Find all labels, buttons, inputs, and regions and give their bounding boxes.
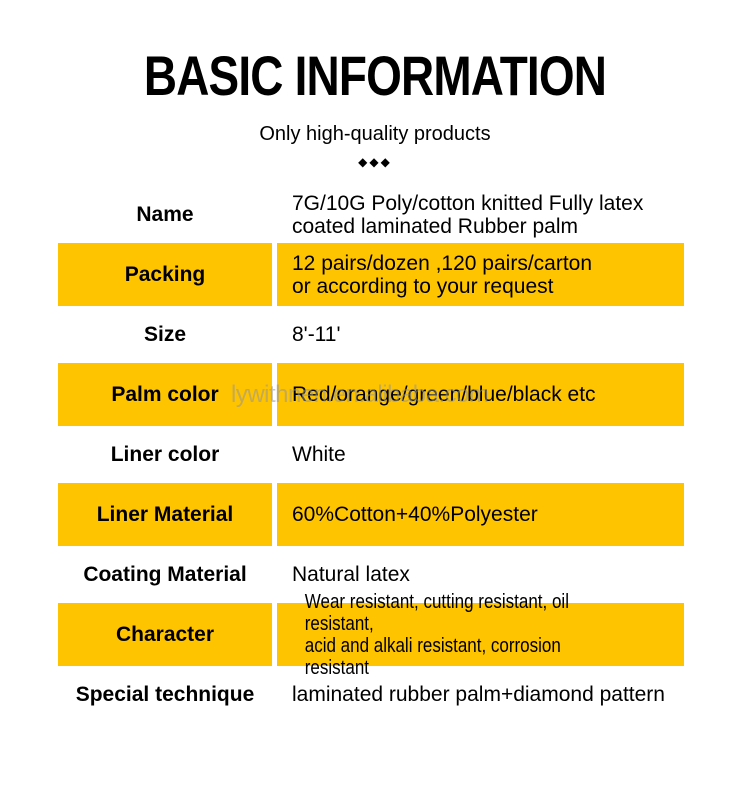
- row-value: laminated rubber palm+diamond pattern: [277, 663, 737, 726]
- page-subtitle: Only high-quality products: [259, 123, 491, 145]
- row-value: 8'-11': [277, 303, 737, 366]
- info-row-palm-color: Palm color Red/orange/green/blue/black e…: [58, 363, 684, 426]
- page-title: BASIC INFORMATION: [143, 44, 607, 107]
- row-label: Liner color: [110, 442, 220, 466]
- row-value: 7G/10G Poly/cotton knitted Fully latex c…: [277, 183, 737, 246]
- info-row-size: Size 8'-11': [58, 303, 684, 366]
- row-label: Special technique: [75, 682, 255, 706]
- row-value: 12 pairs/dozen ,120 pairs/carton or acco…: [277, 243, 684, 306]
- row-value: Red/orange/green/blue/black etc: [277, 363, 684, 426]
- row-value: White: [277, 423, 737, 486]
- row-label: Palm color: [58, 363, 272, 426]
- row-label: Size: [143, 322, 187, 346]
- info-row-coating-material: Coating Material Natural latex: [58, 543, 684, 606]
- info-row-liner-color: Liner color White: [58, 423, 684, 486]
- row-label: Coating Material: [83, 562, 247, 586]
- row-value-text: White: [292, 443, 346, 466]
- row-value-text: Natural latex: [292, 563, 410, 586]
- row-label: Name: [136, 202, 194, 226]
- row-value-text: Red/orange/green/blue/black etc: [292, 383, 596, 406]
- row-value-text: laminated rubber palm+diamond pattern: [292, 683, 665, 706]
- row-value: 60%Cotton+40%Polyester: [277, 483, 684, 546]
- row-label: Liner Material: [58, 483, 272, 546]
- info-row-name: Name 7G/10G Poly/cotton knitted Fully la…: [58, 183, 684, 246]
- info-row-packing: Packing 12 pairs/dozen ,120 pairs/carton…: [58, 243, 684, 306]
- info-row-liner-material: Liner Material 60%Cotton+40%Polyester: [58, 483, 684, 546]
- row-value: Natural latex: [277, 543, 737, 606]
- row-label: Packing: [58, 243, 272, 306]
- row-value-text: Wear resistant, cutting resistant, oil r…: [277, 591, 684, 679]
- info-row-special-technique: Special technique laminated rubber palm+…: [58, 663, 684, 726]
- row-label: Character: [58, 603, 272, 666]
- row-value-text: 60%Cotton+40%Polyester: [292, 503, 538, 526]
- info-row-character: Character Wear resistant, cutting resist…: [58, 591, 684, 679]
- row-value-condensed-text: Wear resistant, cutting resistant, oil r…: [304, 590, 569, 679]
- row-value-text: 7G/10G Poly/cotton knitted Fully latex c…: [292, 191, 644, 238]
- row-value-text: 12 pairs/dozen ,120 pairs/carton or acco…: [292, 251, 593, 298]
- diamond-divider-icon: ◆◆◆: [358, 155, 392, 169]
- row-value: Wear resistant, cutting resistant, oil r…: [277, 591, 684, 679]
- row-value-text: 8'-11': [292, 323, 341, 346]
